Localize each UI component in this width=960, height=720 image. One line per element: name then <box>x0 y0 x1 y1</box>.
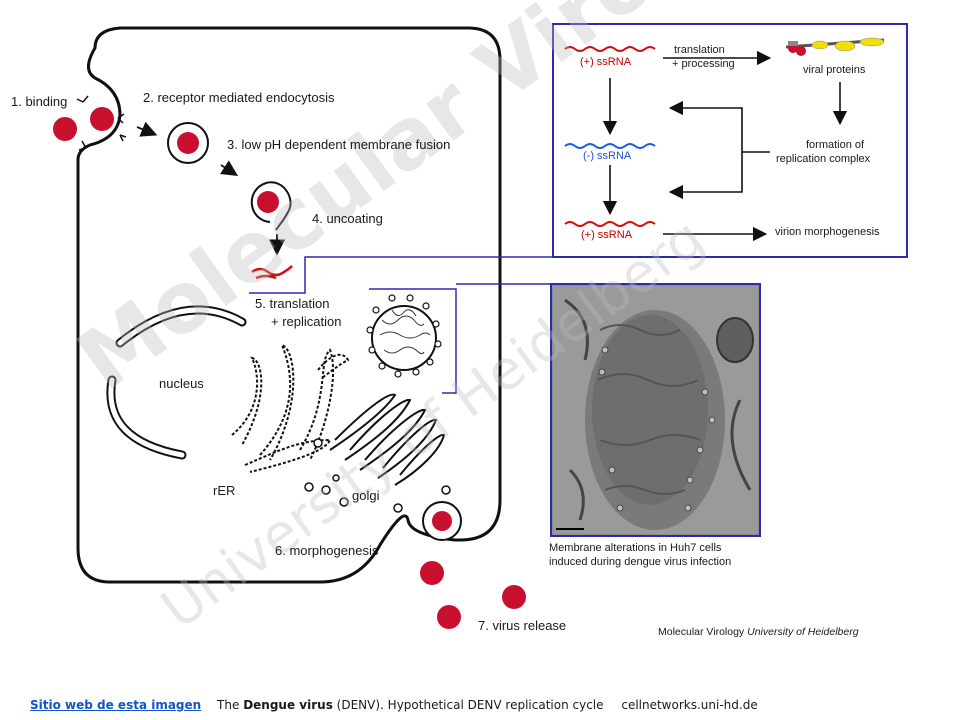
inset-formation-label: formation of <box>806 139 865 151</box>
nucleus-label: nucleus <box>159 376 204 391</box>
replication-compartment-texture <box>379 309 431 355</box>
inset-arrows <box>602 50 848 242</box>
rer-label: rER <box>213 483 236 498</box>
golgi-label: golgi <box>352 488 380 503</box>
rough-er <box>231 343 350 473</box>
inset-minus-ssrna-label: (-) ssRNA <box>583 150 632 162</box>
receptor-icons <box>76 95 127 151</box>
footer-text-pre: The <box>217 698 240 712</box>
replication-compartment <box>371 305 437 371</box>
footer-caption: Sitio web de esta imagen The Dengue viru… <box>30 698 758 712</box>
step-replication-label: + replication <box>271 314 342 329</box>
footer-source: cellnetworks.uni-hd.de <box>621 698 758 712</box>
step-uncoating-label: 4. uncoating <box>312 211 383 226</box>
micrograph-caption: Membrane alterations in Huh7 cells induc… <box>549 541 731 569</box>
uncoating-vesicle <box>250 181 292 231</box>
golgi-vesicles <box>304 438 451 513</box>
virion-budding <box>432 511 452 531</box>
micrograph-caption-line2: induced during dengue virus infection <box>549 556 732 568</box>
inset-plus-ssrna-top-label: (+) ssRNA <box>580 56 632 68</box>
step-binding-label: 1. binding <box>11 94 68 109</box>
plus-rna-top-icon <box>564 46 656 52</box>
connector-lines <box>249 256 553 394</box>
step-release-label: 7. virus release <box>478 618 567 633</box>
inset-plus-ssrna-bottom-label: (+) ssRNA <box>581 229 633 241</box>
step-fusion-label: 3. low pH dependent membrane fusion <box>227 137 451 152</box>
step-translation-label: 5. translation <box>255 296 330 311</box>
minus-rna-icon <box>564 143 656 149</box>
credit-line: Molecular Virology University of Heidelb… <box>658 626 859 638</box>
inset-replication-complex-label: replication complex <box>776 153 871 165</box>
micrograph-caption-line1: Membrane alterations in Huh7 cells <box>549 542 722 554</box>
inset-processing-label: + processing <box>672 58 735 70</box>
footer-text-bold: Dengue virus <box>243 698 333 712</box>
footer-text-post: (DENV). Hypothetical DENV replication cy… <box>336 698 604 712</box>
replication-vesicles <box>366 294 442 378</box>
released-rna-icon <box>251 265 293 280</box>
inset-scheme-frame <box>552 23 908 258</box>
viral-proteins-icon <box>785 37 885 56</box>
electron-micrograph <box>550 283 761 537</box>
inset-translation-label: translation <box>674 44 725 56</box>
credit-univ: University of Heidelberg <box>747 626 859 638</box>
credit-org: Molecular Virology <box>658 626 745 638</box>
step-morphogenesis-label: 6. morphogenesis <box>275 543 379 558</box>
plus-rna-bottom-icon <box>564 221 656 227</box>
inset-viral-proteins-label: viral proteins <box>803 64 866 76</box>
step-endocytosis-label: 2. receptor mediated endocytosis <box>143 90 335 105</box>
virion-uncoating <box>257 191 279 213</box>
source-website-link[interactable]: Sitio web de esta imagen <box>30 698 202 712</box>
cell-arrows <box>136 121 286 256</box>
cell-membrane <box>76 26 502 584</box>
nucleus-envelope-bottom-inner <box>108 377 185 458</box>
inset-virion-label: virion morphogenesis <box>775 226 880 238</box>
golgi-apparatus <box>329 393 446 486</box>
virion-particles <box>53 107 526 629</box>
nucleus-envelope-top-inner <box>117 307 245 346</box>
virion-in-endosome <box>177 132 199 154</box>
